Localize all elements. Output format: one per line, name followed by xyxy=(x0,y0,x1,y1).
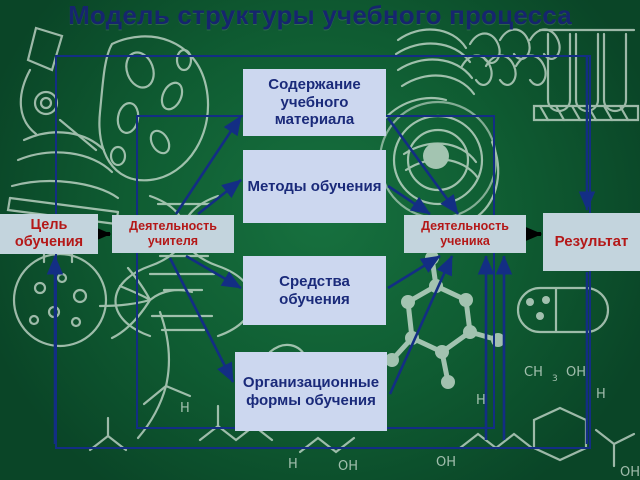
svg-text:OH: OH xyxy=(620,465,640,480)
node-teacher-activity[interactable]: Деятельность учителя xyxy=(112,215,234,253)
node-label: Деятельность ученика xyxy=(421,219,509,248)
node-organizational-forms[interactable]: Организационные формы обучения xyxy=(235,352,387,431)
node-label: Методы обучения xyxy=(247,177,382,195)
node-label: Деятельность учителя xyxy=(129,219,217,248)
svg-text:H: H xyxy=(596,387,606,402)
node-teaching-methods[interactable]: Методы обучения xyxy=(243,150,386,223)
node-student-activity[interactable]: Деятельность ученика xyxy=(404,215,526,253)
node-result[interactable]: Результат xyxy=(543,213,640,271)
svg-text:H: H xyxy=(288,457,298,472)
svg-text:OH: OH xyxy=(566,365,586,380)
node-label: Результат xyxy=(554,233,629,251)
svg-text:OH: OH xyxy=(338,459,358,474)
node-content-of-learning-material[interactable]: Содержание учебного материала xyxy=(243,69,386,136)
node-teaching-means[interactable]: Средства обучения xyxy=(243,256,386,325)
node-label: Цель обучения xyxy=(14,216,84,250)
svg-text:H: H xyxy=(180,401,190,416)
node-label: Организационные формы обучения xyxy=(242,373,380,409)
node-label: Содержание учебного материала xyxy=(268,75,361,129)
node-learning-goal[interactable]: Цель обучения xyxy=(0,214,98,254)
svg-text:3: 3 xyxy=(552,374,558,384)
svg-text:H: H xyxy=(476,393,486,408)
node-label: Средства обучения xyxy=(279,272,350,308)
svg-text:OH: OH xyxy=(436,455,456,470)
page-title: Модель структуры учебного процесса xyxy=(68,0,572,30)
svg-text:CH: CH xyxy=(524,365,543,380)
